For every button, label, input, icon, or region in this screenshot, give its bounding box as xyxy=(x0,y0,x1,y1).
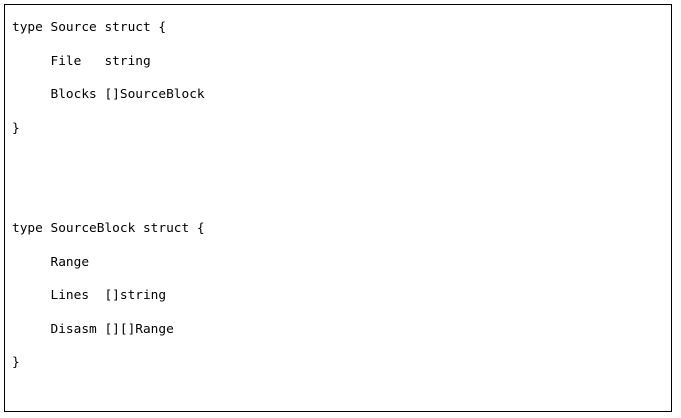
code-content[interactable]: type Source struct { File string Blocks … xyxy=(12,11,671,412)
code-line: File string xyxy=(12,53,151,69)
code-line: Range xyxy=(12,254,90,270)
code-line: Lines []string xyxy=(12,288,167,303)
code-block-frame: type Source struct { File string Blocks … xyxy=(4,4,672,412)
code-line-blank xyxy=(12,145,671,179)
code-line-blank xyxy=(12,179,671,213)
code-line-blank xyxy=(12,380,671,412)
code-line: Blocks []SourceBlock xyxy=(12,87,205,102)
code-line: Disasm [][]Range xyxy=(12,321,174,337)
code-line: } xyxy=(12,355,20,370)
code-line: type SourceBlock struct { xyxy=(12,221,205,236)
code-line: type Source struct { xyxy=(12,20,167,35)
code-line: } xyxy=(12,120,20,136)
